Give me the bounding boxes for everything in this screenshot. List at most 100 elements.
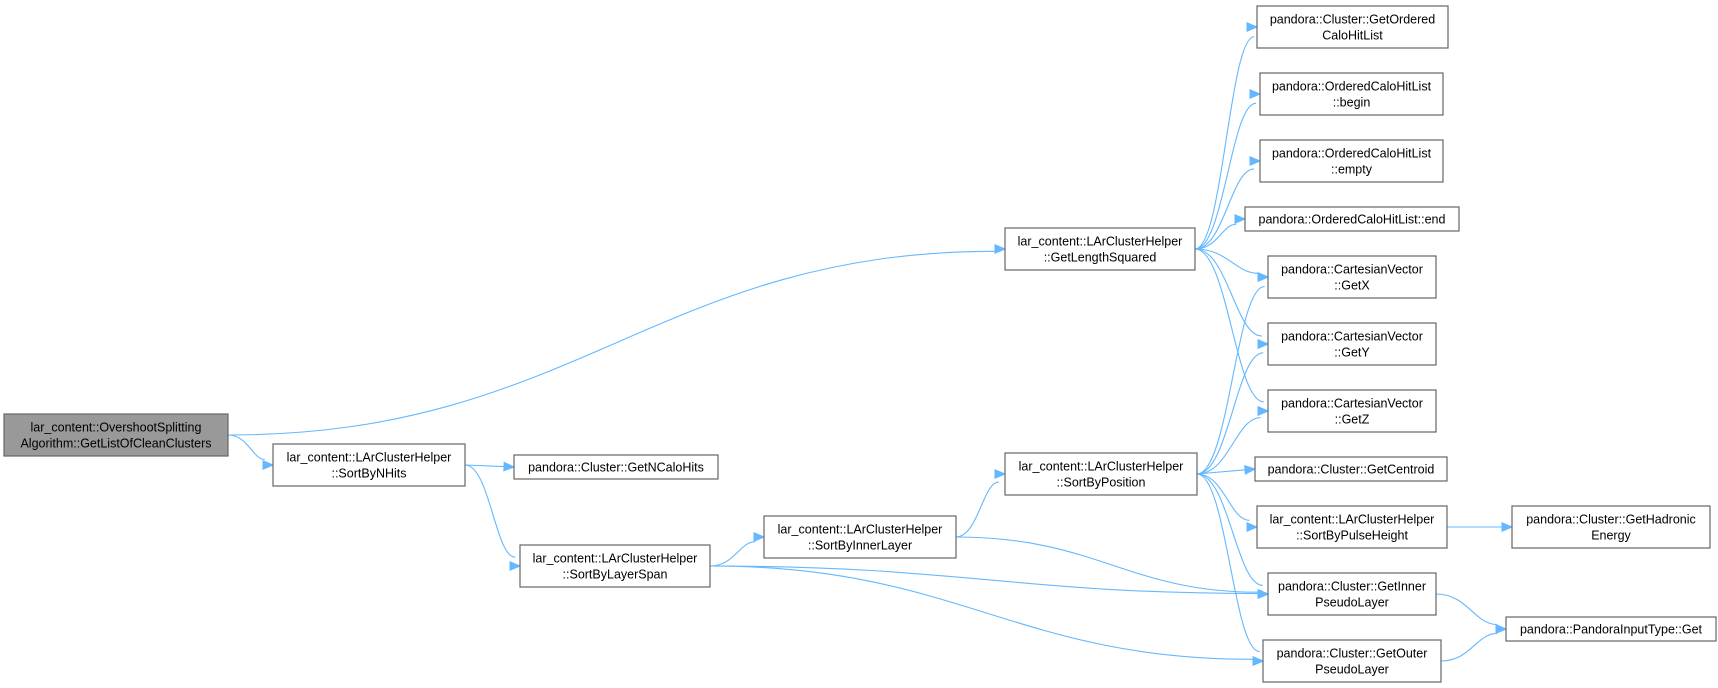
node-sortByNHits[interactable]: lar_content::LArClusterHelper::SortByNHi… — [272, 443, 466, 487]
node-box-getNCaloHits[interactable] — [513, 454, 719, 480]
node-root[interactable]: lar_content::OvershootSplittingAlgorithm… — [3, 413, 229, 457]
node-ochlEnd[interactable]: pandora::OrderedCaloHitList::end — [1244, 206, 1460, 232]
node-box-pandoraInputTypeGet[interactable] — [1505, 616, 1717, 642]
node-label-pandoraInputTypeGet-0: pandora::PandoraInputType::Get — [1520, 623, 1703, 637]
node-label-ochlEnd-0: pandora::OrderedCaloHitList::end — [1259, 213, 1446, 227]
arrowhead-sortByPosition-to-getInnerPseudoLayer — [1257, 589, 1270, 599]
node-getNCaloHits[interactable]: pandora::Cluster::GetNCaloHits — [513, 454, 719, 480]
node-label-sortByInnerLayer-1: ::SortByInnerLayer — [808, 539, 912, 553]
edge-sortByPosition-to-getZ — [1196, 417, 1261, 475]
node-getX[interactable]: pandora::CartesianVector::GetX — [1267, 255, 1437, 299]
node-getCentroid[interactable]: pandora::Cluster::GetCentroid — [1254, 456, 1448, 482]
node-label-getHadronicEnergy-1: Energy — [1591, 529, 1631, 543]
node-getY[interactable]: pandora::CartesianVector::GetY — [1267, 322, 1437, 366]
node-label-getOuterPseudoLayer-0: pandora::Cluster::GetOuter — [1277, 647, 1428, 661]
nodes-layer: lar_content::OvershootSplittingAlgorithm… — [3, 5, 1717, 683]
node-box-root[interactable] — [3, 413, 229, 457]
node-label-ochlEmpty-0: pandora::OrderedCaloHitList — [1272, 147, 1432, 161]
node-label-getOuterPseudoLayer-1: PseudoLayer — [1315, 663, 1389, 677]
node-box-sortByInnerLayer[interactable] — [763, 515, 957, 559]
edge-sortByPosition-to-getX — [1196, 285, 1265, 475]
node-label-sortByPulseHeight-1: ::SortByPulseHeight — [1296, 529, 1408, 543]
edge-root-to-getLengthSquared — [227, 250, 996, 436]
arrowhead-sortByInnerLayer-to-sortByPosition — [994, 469, 1007, 479]
node-sortByInnerLayer[interactable]: lar_content::LArClusterHelper::SortByInn… — [763, 515, 957, 559]
node-box-ochlEmpty[interactable] — [1259, 139, 1444, 183]
arrowhead-sortByPosition-to-getOuterPseudoLayer — [1252, 656, 1265, 666]
node-label-getLengthSquared-1: ::GetLengthSquared — [1044, 251, 1157, 265]
node-box-getY[interactable] — [1267, 322, 1437, 366]
node-label-getCentroid-0: pandora::Cluster::GetCentroid — [1268, 463, 1435, 477]
arrowhead-sortByNHits-to-sortByLayerSpan — [509, 561, 522, 571]
node-sortByPulseHeight[interactable]: lar_content::LArClusterHelper::SortByPul… — [1256, 505, 1448, 549]
node-box-sortByPulseHeight[interactable] — [1256, 505, 1448, 549]
node-box-getCentroid[interactable] — [1254, 456, 1448, 482]
node-label-root-0: lar_content::OvershootSplitting — [31, 421, 202, 435]
node-label-ochlBegin-0: pandora::OrderedCaloHitList — [1272, 80, 1432, 94]
node-label-getX-1: ::GetX — [1334, 279, 1370, 293]
node-label-sortByPulseHeight-0: lar_content::LArClusterHelper — [1270, 513, 1435, 527]
node-label-sortByPosition-0: lar_content::LArClusterHelper — [1019, 460, 1184, 474]
node-ochlBegin[interactable]: pandora::OrderedCaloHitList::begin — [1259, 72, 1444, 116]
edge-sortByLayerSpan-to-getOuterPseudoLayer — [709, 565, 1254, 660]
edge-sortByInnerLayer-to-getInnerPseudoLayer — [955, 536, 1259, 593]
node-label-sortByLayerSpan-1: ::SortByLayerSpan — [563, 568, 668, 582]
node-label-sortByLayerSpan-0: lar_content::LArClusterHelper — [533, 552, 698, 566]
node-box-getLengthSquared[interactable] — [1004, 227, 1196, 271]
node-box-getInnerPseudoLayer[interactable] — [1267, 572, 1437, 616]
edge-getLengthSquared-to-ochlEmpty — [1194, 168, 1255, 250]
edge-sortByNHits-to-getNCaloHits — [464, 464, 505, 468]
node-box-ochlEnd[interactable] — [1244, 206, 1460, 232]
node-box-sortByNHits[interactable] — [272, 443, 466, 487]
arrowhead-root-to-getLengthSquared — [994, 244, 1007, 254]
node-label-sortByNHits-1: ::SortByNHits — [331, 467, 406, 481]
node-label-getZ-1: ::GetZ — [1335, 413, 1370, 427]
node-box-sortByPosition[interactable] — [1004, 452, 1198, 496]
arrowhead-sortByPosition-to-getY — [1257, 339, 1270, 349]
edge-sortByPosition-to-sortByPulseHeight — [1196, 473, 1250, 521]
node-ochlEmpty[interactable]: pandora::OrderedCaloHitList::empty — [1259, 139, 1444, 183]
node-getLengthSquared[interactable]: lar_content::LArClusterHelper::GetLength… — [1004, 227, 1196, 271]
arrowhead-root-to-sortByNHits — [262, 460, 275, 470]
node-label-getHadronicEnergy-0: pandora::Cluster::GetHadronic — [1526, 513, 1696, 527]
node-label-getY-1: ::GetY — [1334, 346, 1370, 360]
edge-root-to-sortByNHits — [227, 434, 265, 461]
node-box-getOrderedCaloHitList[interactable] — [1256, 5, 1449, 49]
node-box-getZ[interactable] — [1267, 389, 1437, 433]
node-box-getX[interactable] — [1267, 255, 1437, 299]
node-box-getHadronicEnergy[interactable] — [1511, 505, 1711, 549]
node-box-getOuterPseudoLayer[interactable] — [1262, 639, 1442, 683]
node-label-getX-0: pandora::CartesianVector — [1281, 263, 1423, 277]
edge-getLengthSquared-to-getOrderedCaloHitList — [1194, 36, 1255, 250]
edge-sortByNHits-to-sortByLayerSpan — [464, 464, 516, 558]
arrowhead-getLengthSquared-to-ochlEnd — [1234, 214, 1247, 224]
node-pandoraInputTypeGet[interactable]: pandora::PandoraInputType::Get — [1505, 616, 1717, 642]
node-label-root-1: Algorithm::GetListOfCleanClusters — [20, 437, 211, 451]
node-box-sortByLayerSpan[interactable] — [519, 544, 711, 588]
edge-getInnerPseudoLayer-to-pandoraInputTypeGet — [1435, 593, 1498, 626]
node-label-getInnerPseudoLayer-1: PseudoLayer — [1315, 596, 1389, 610]
node-sortByLayerSpan[interactable]: lar_content::LArClusterHelper::SortByLay… — [519, 544, 711, 588]
node-label-getNCaloHits-0: pandora::Cluster::GetNCaloHits — [528, 461, 704, 475]
edge-getLengthSquared-to-getZ — [1194, 248, 1264, 403]
arrowhead-sortByPulseHeight-to-getHadronicEnergy — [1501, 522, 1514, 532]
edge-sortByPosition-to-getInnerPseudoLayer — [1196, 473, 1263, 586]
node-sortByPosition[interactable]: lar_content::LArClusterHelper::SortByPos… — [1004, 452, 1198, 496]
node-label-sortByPosition-1: ::SortByPosition — [1057, 476, 1146, 490]
node-label-getOrderedCaloHitList-0: pandora::Cluster::GetOrdered — [1270, 13, 1435, 27]
node-label-sortByInnerLayer-0: lar_content::LArClusterHelper — [778, 523, 943, 537]
edge-getLengthSquared-to-ochlBegin — [1194, 102, 1257, 250]
edge-getLengthSquared-to-getY — [1194, 248, 1262, 337]
edge-getOuterPseudoLayer-to-pandoraInputTypeGet — [1440, 632, 1498, 662]
node-label-getInnerPseudoLayer-0: pandora::Cluster::GetInner — [1278, 580, 1426, 594]
node-label-ochlEmpty-1: ::empty — [1331, 163, 1373, 177]
edge-sortByLayerSpan-to-sortByInnerLayer — [709, 541, 756, 567]
node-getZ[interactable]: pandora::CartesianVector::GetZ — [1267, 389, 1437, 433]
node-box-ochlBegin[interactable] — [1259, 72, 1444, 116]
arrowhead-getLengthSquared-to-getOrderedCaloHitList — [1246, 22, 1259, 32]
node-label-getLengthSquared-0: lar_content::LArClusterHelper — [1018, 235, 1183, 249]
